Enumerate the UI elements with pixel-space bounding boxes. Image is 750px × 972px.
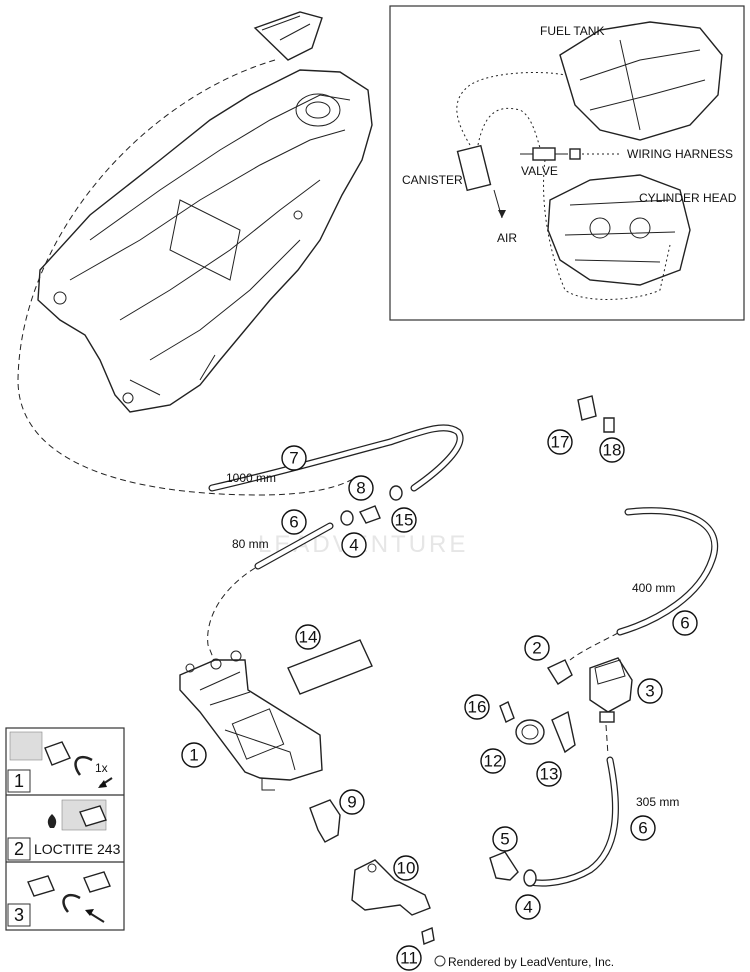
dim-hose-6a: 80 mm — [232, 537, 269, 551]
legend-1-rotate-icon — [74, 755, 93, 776]
callout-7: 7 — [281, 445, 307, 471]
pad-part — [287, 639, 373, 695]
legend-1-bolt-icon — [44, 741, 71, 766]
screw-11-part — [421, 927, 435, 945]
legend-3-number: 3 — [14, 905, 24, 925]
callout-5: 5 — [492, 826, 518, 852]
bracket-part — [351, 859, 431, 916]
svg-text:6: 6 — [638, 819, 647, 838]
callout-13: 13 — [536, 761, 562, 787]
callout-6-lower: 6 — [630, 815, 656, 841]
svg-text:10: 10 — [397, 859, 416, 878]
connector-part — [546, 659, 573, 685]
svg-text:15: 15 — [395, 511, 414, 530]
callout-2: 2 — [524, 635, 550, 661]
frame-drawing — [17, 11, 373, 496]
wiring-harness-label: WIRING HARNESS — [627, 147, 733, 161]
svg-text:13: 13 — [540, 765, 559, 784]
svg-text:1: 1 — [189, 746, 198, 765]
legend-2-bolt-icon — [79, 805, 107, 827]
callout-17: 17 — [547, 429, 573, 455]
svg-text:12: 12 — [484, 752, 503, 771]
callout-18: 18 — [599, 437, 625, 463]
holder-part — [309, 799, 341, 843]
svg-text:16: 16 — [468, 698, 487, 717]
clamp-4-lower-part — [523, 869, 537, 887]
svg-text:8: 8 — [356, 479, 365, 498]
svg-text:3: 3 — [645, 682, 654, 701]
callout-4-upper: 4 — [341, 532, 367, 558]
air-label: AIR — [497, 231, 517, 245]
callout-8: 8 — [348, 475, 374, 501]
canister-schematic — [456, 144, 492, 192]
hose-6-long — [616, 507, 719, 636]
svg-text:4: 4 — [349, 536, 358, 555]
credit-gear-icon — [434, 955, 446, 967]
valve-part — [589, 657, 633, 723]
nipple-8-part — [359, 505, 381, 524]
screw-16-part — [499, 701, 515, 723]
dim-hose-6b: 400 mm — [632, 581, 675, 595]
legend-3-bolt-icon-a — [27, 875, 55, 897]
hoses — [207, 424, 719, 887]
svg-text:14: 14 — [299, 628, 318, 647]
schematic-inset: FUEL TANK CANISTER VALVE WIRING HARNESS … — [389, 5, 745, 321]
legend-2-drop-icon — [47, 814, 57, 828]
svg-text:2: 2 — [532, 639, 541, 658]
callout-12: 12 — [480, 748, 506, 774]
svg-text:6: 6 — [289, 513, 298, 532]
dim-hose-7: 1000 mm — [226, 471, 276, 485]
svg-text:5: 5 — [500, 830, 509, 849]
callout-6-short: 6 — [281, 509, 307, 535]
legend-box: 1x 1 2 LOCTITE 243 3 — [5, 727, 125, 931]
svg-text:11: 11 — [400, 949, 418, 968]
cylinder-head-drawing — [547, 174, 691, 286]
svg-text:6: 6 — [680, 614, 689, 633]
callout-14: 14 — [295, 624, 321, 650]
legend-2-note: LOCTITE 243 — [34, 841, 121, 857]
dim-hose-6c: 305 mm — [636, 795, 679, 809]
svg-text:4: 4 — [523, 898, 532, 917]
fitting-5-part — [489, 851, 519, 881]
callout-16: 16 — [464, 694, 490, 720]
legend-1-note: 1x — [95, 761, 108, 775]
callout-10: 10 — [393, 855, 419, 881]
clip-12-part — [515, 719, 545, 745]
callout-1: 1 — [181, 742, 207, 768]
credit-text: Rendered by LeadVenture, Inc. — [448, 955, 614, 969]
cylinder-head-label: CYLINDER HEAD — [639, 191, 737, 205]
fuel-tank-label: FUEL TANK — [540, 24, 604, 38]
legend-3-bolt-icon-b — [83, 871, 111, 893]
callout-4-lower: 4 — [515, 894, 541, 920]
callout-9: 9 — [339, 789, 365, 815]
svg-text:18: 18 — [603, 441, 622, 460]
canister-part — [179, 650, 323, 791]
bracket-13-part — [551, 710, 576, 754]
svg-text:9: 9 — [347, 793, 356, 812]
svg-text:17: 17 — [551, 433, 570, 452]
callout-6-long: 6 — [672, 610, 698, 636]
valve-schematic — [532, 147, 556, 161]
screw-18-part — [603, 417, 615, 433]
valve-label: VALVE — [521, 164, 558, 178]
clamp-4-upper-part — [340, 510, 354, 526]
legend-1-number: 1 — [14, 771, 24, 791]
route-canister-line — [207, 567, 256, 661]
legend-2-number: 2 — [14, 839, 24, 859]
clip-17-part — [577, 395, 597, 421]
svg-text:7: 7 — [289, 449, 298, 468]
callout-11: 11 — [396, 945, 422, 971]
clamp-15-part — [389, 485, 403, 501]
canister-label: CANISTER — [402, 173, 463, 187]
callout-3: 3 — [637, 678, 663, 704]
fuel-tank-drawing — [559, 21, 723, 141]
legend-3-rotate-icon — [62, 893, 81, 913]
callout-15: 15 — [391, 507, 417, 533]
